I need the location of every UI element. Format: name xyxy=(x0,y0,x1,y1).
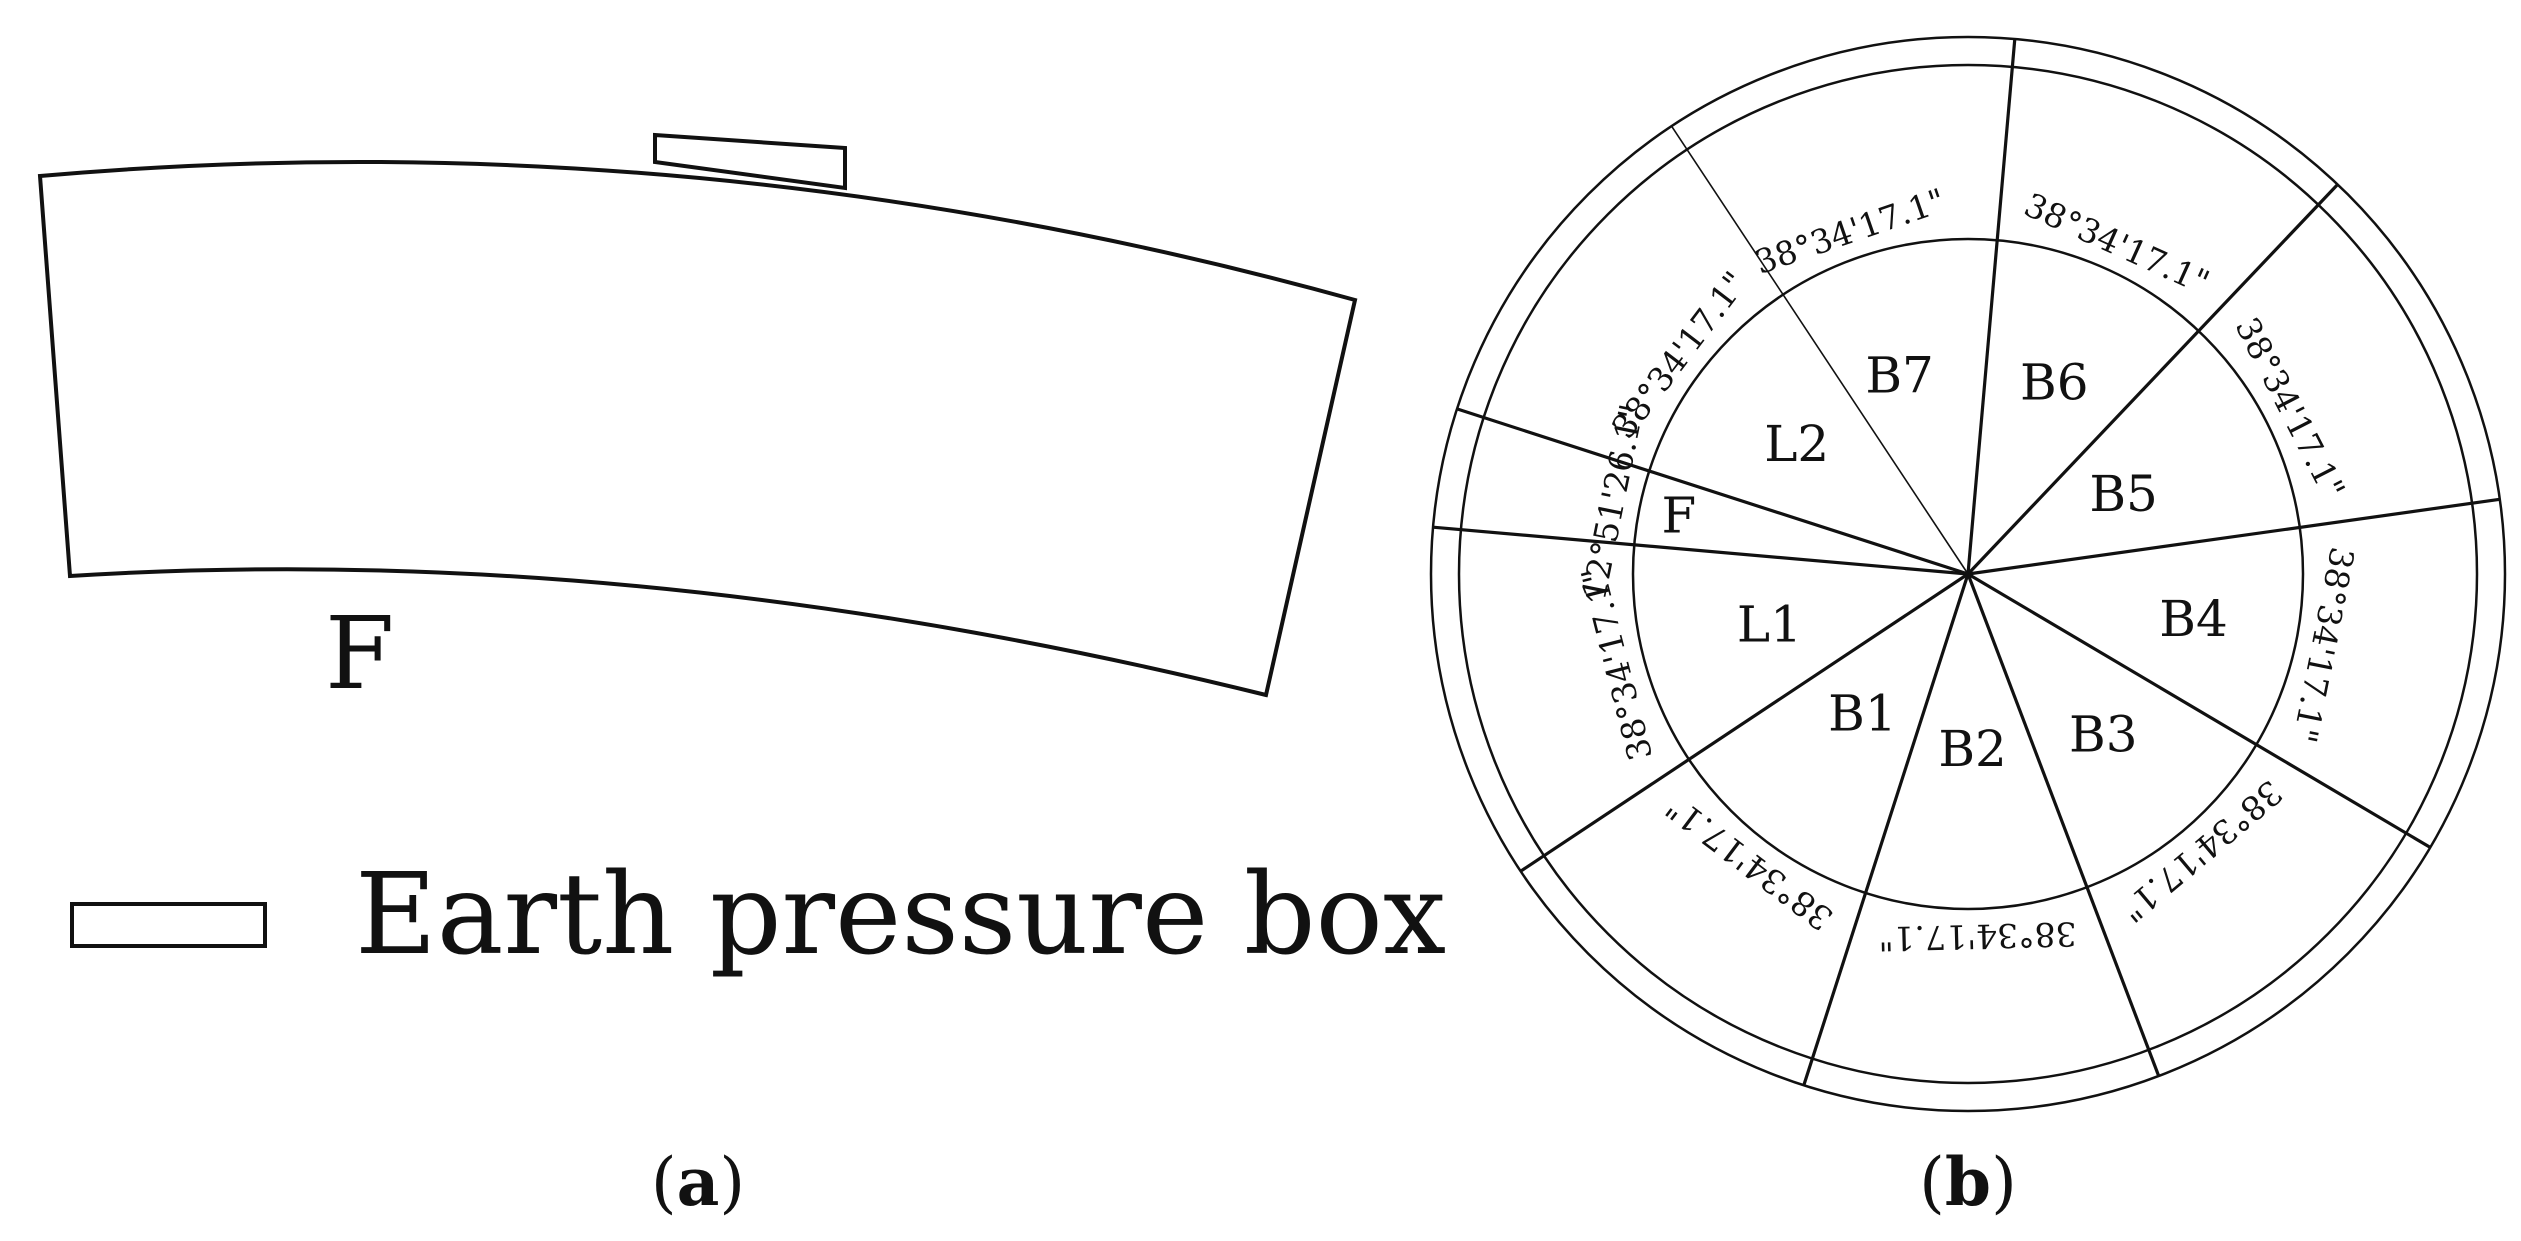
angle-label: 38°34'17.1" xyxy=(2228,311,2353,505)
joint-line xyxy=(1802,573,1970,1086)
inner-ring xyxy=(1631,237,2305,911)
segment-label: F xyxy=(1662,486,1697,544)
angle-label: 38°34'17.1" xyxy=(1878,914,2077,958)
angle-label: 38°34'17.1" xyxy=(1658,788,1840,939)
angle-label: 38°34'17.1" xyxy=(2019,185,2216,302)
segment-label: B2 xyxy=(1938,720,2007,778)
panel-b-caption: (b) xyxy=(1919,1143,2017,1221)
joint-line xyxy=(1670,125,1969,575)
segment-f-label: F xyxy=(325,595,394,712)
earth-pressure-box-on-segment xyxy=(653,132,847,191)
joint-lines xyxy=(1432,38,2501,1086)
joint-line xyxy=(1967,572,2432,849)
joint-line xyxy=(1432,525,1969,576)
legend-label: Earth pressure box xyxy=(355,850,1446,980)
joint-line xyxy=(1966,573,2161,1077)
segment-label: L1 xyxy=(1737,596,1802,654)
segment-label: B6 xyxy=(2020,354,2089,412)
segment-label: B7 xyxy=(1865,346,1934,404)
joint-line xyxy=(1519,572,1969,873)
joint-line xyxy=(1456,407,1969,576)
outer-ring xyxy=(1429,35,2507,1113)
segment-label: B1 xyxy=(1828,685,1897,743)
panel-a-caption: (a) xyxy=(651,1143,745,1221)
legend-box-icon xyxy=(70,902,267,948)
segment-label: B4 xyxy=(2159,590,2228,648)
tunnel-segment-f xyxy=(37,159,1358,698)
segment-label: B3 xyxy=(2069,706,2138,764)
angle-label: 38°34'17.1" xyxy=(2113,773,2290,931)
middle-ring xyxy=(1457,63,2479,1085)
segment-label: L2 xyxy=(1764,415,1829,473)
angle-label: 38°34'17.1" xyxy=(1604,264,1755,445)
joint-line xyxy=(1966,183,2339,576)
segment-label: B5 xyxy=(2089,465,2158,523)
panel-a: F Earth pressure box (a) xyxy=(37,132,1446,1221)
joint-line xyxy=(1966,38,2017,575)
joint-line xyxy=(1967,497,2501,576)
angle-label: 38°34'17.1" xyxy=(1750,181,1950,282)
